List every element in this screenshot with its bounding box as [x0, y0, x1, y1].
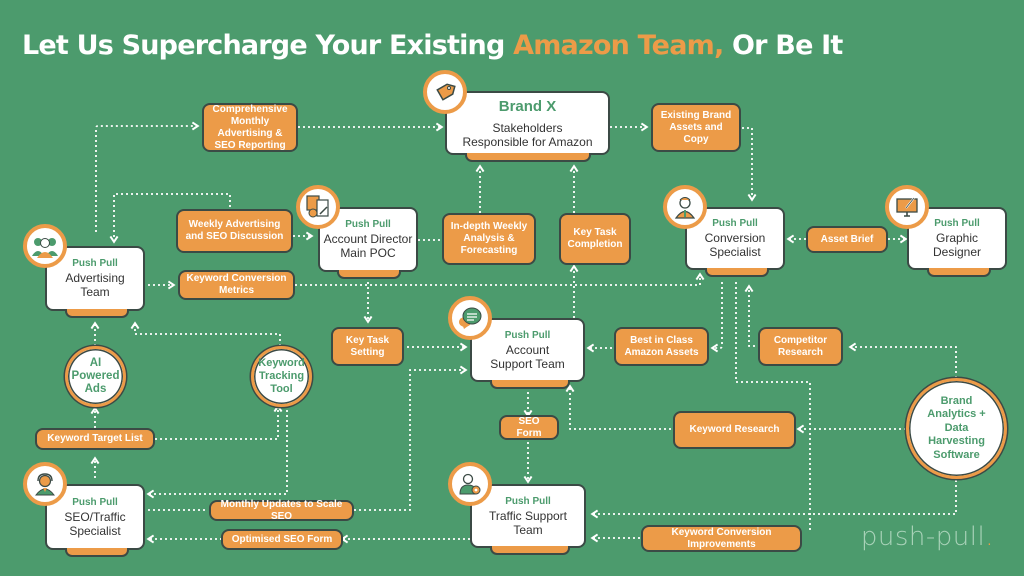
label-existing-assets: Existing Brand Assets and Copy [651, 103, 741, 152]
label-key-task-setting: Key Task Setting [331, 327, 404, 366]
label-optimised-seo-form: Optimised SEO Form [221, 529, 343, 550]
label-monthly-reporting: Comprehensive Monthly Advertising & SEO … [202, 103, 298, 152]
circle-ai-powered-ads: AI Powered Ads [65, 346, 126, 407]
label-asset-brief: Asset Brief [806, 226, 888, 253]
card-graphic-designer: Push Pull Graphic Designer [907, 207, 1007, 277]
card-account-support: Push Pull Account Support Team [470, 318, 585, 389]
headset-person-icon [23, 462, 67, 506]
label-key-task-completion: Key Task Completion [559, 213, 631, 265]
title-accent: Amazon Team, [513, 30, 724, 61]
card-brand-x: Brand X Stakeholders Responsible for Ama… [445, 91, 610, 162]
label-competitor-research: Competitor Research [758, 327, 843, 366]
calculator-document-icon [296, 185, 340, 229]
label-best-in-class: Best in Class Amazon Assets [614, 327, 709, 366]
label-weekly-discussion: Weekly Advertising and SEO Discussion [176, 209, 293, 253]
label-seo-form: SEO Form [499, 415, 559, 440]
label-indepth-weekly: In-depth Weekly Analysis & Forecasting [442, 213, 536, 265]
label-keyword-conversion-improvements: Keyword Conversion Improvements [641, 525, 802, 552]
circle-keyword-tracking-tool: Keyword Tracking Tool [251, 346, 312, 407]
price-tag-icon [423, 70, 467, 114]
label-keyword-conversion-metrics: Keyword Conversion Metrics [178, 270, 295, 300]
label-monthly-updates: Monthly Updates to Scale SEO [209, 499, 354, 522]
team-icon [23, 224, 67, 268]
push-pull-logo: push-pull. [860, 522, 994, 552]
card-traffic-support: Push Pull Traffic Support Team [470, 484, 586, 555]
person-icon [663, 185, 707, 229]
label-keyword-research: Keyword Research [673, 411, 796, 449]
chat-bubbles-icon [448, 296, 492, 340]
label-keyword-target-list: Keyword Target List [35, 428, 155, 450]
circle-brand-analytics: Brand Analytics + Data Harvesting Softwa… [906, 378, 1007, 479]
page-title: Let Us Supercharge Your Existing Amazon … [22, 30, 843, 61]
user-gear-icon [448, 462, 492, 506]
monitor-brush-icon [885, 185, 929, 229]
